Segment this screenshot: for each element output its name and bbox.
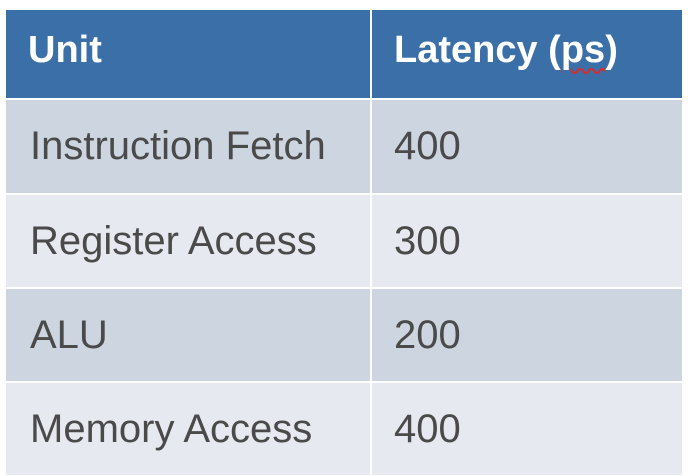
header-latency-prefix: Latency ( [394,28,561,71]
table-row-latency: 400 [372,383,682,475]
table-row-unit: Instruction Fetch [6,100,370,193]
latency-cell: 400 [394,406,461,451]
header-unit-label: Unit [28,28,102,71]
unit-cell: Memory Access [30,406,313,451]
header-latency: Latency (ps) [372,10,682,98]
latency-cell: 400 [394,124,461,168]
table-row-latency: 300 [372,195,682,287]
unit-cell: Instruction Fetch [30,124,326,168]
header-latency-unit: ps [560,28,606,71]
table-row-latency: 400 [372,100,682,193]
latency-cell: 200 [394,312,461,357]
latency-table: Unit Latency (ps) Instruction Fetch 400 … [6,10,682,476]
table-grid: Unit Latency (ps) Instruction Fetch 400 … [6,10,682,476]
table-row-unit: Register Access [6,195,370,287]
latency-cell: 300 [394,218,461,263]
unit-cell: ALU [30,312,108,357]
header-latency-suffix: ) [605,28,618,71]
unit-cell: Register Access [30,218,317,263]
table-row-unit: Memory Access [6,383,370,475]
table-row-latency: 200 [372,289,682,381]
header-unit: Unit [6,10,370,98]
table-row-unit: ALU [6,289,370,381]
